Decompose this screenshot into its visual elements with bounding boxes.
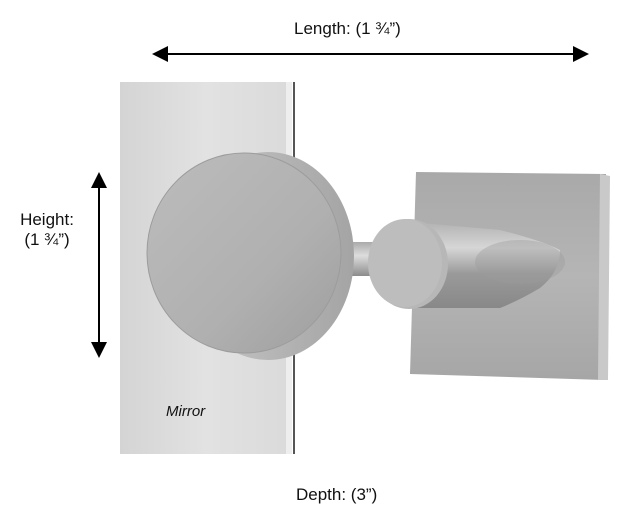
bracket-arm [410, 222, 565, 308]
arm-end-cap [368, 219, 448, 309]
length-arrow [152, 46, 589, 62]
height-label: Height: (1 ¾”) [4, 210, 90, 250]
height-label-title: Height: [20, 210, 74, 229]
depth-label: Depth: (3”) [296, 485, 378, 504]
mirror-label: Mirror [166, 403, 206, 420]
height-arrow [91, 172, 107, 358]
height-label-value: (1 ¾”) [24, 230, 70, 249]
length-label: Length: (1 ¾”) [294, 19, 401, 38]
clip-disc [146, 152, 354, 360]
